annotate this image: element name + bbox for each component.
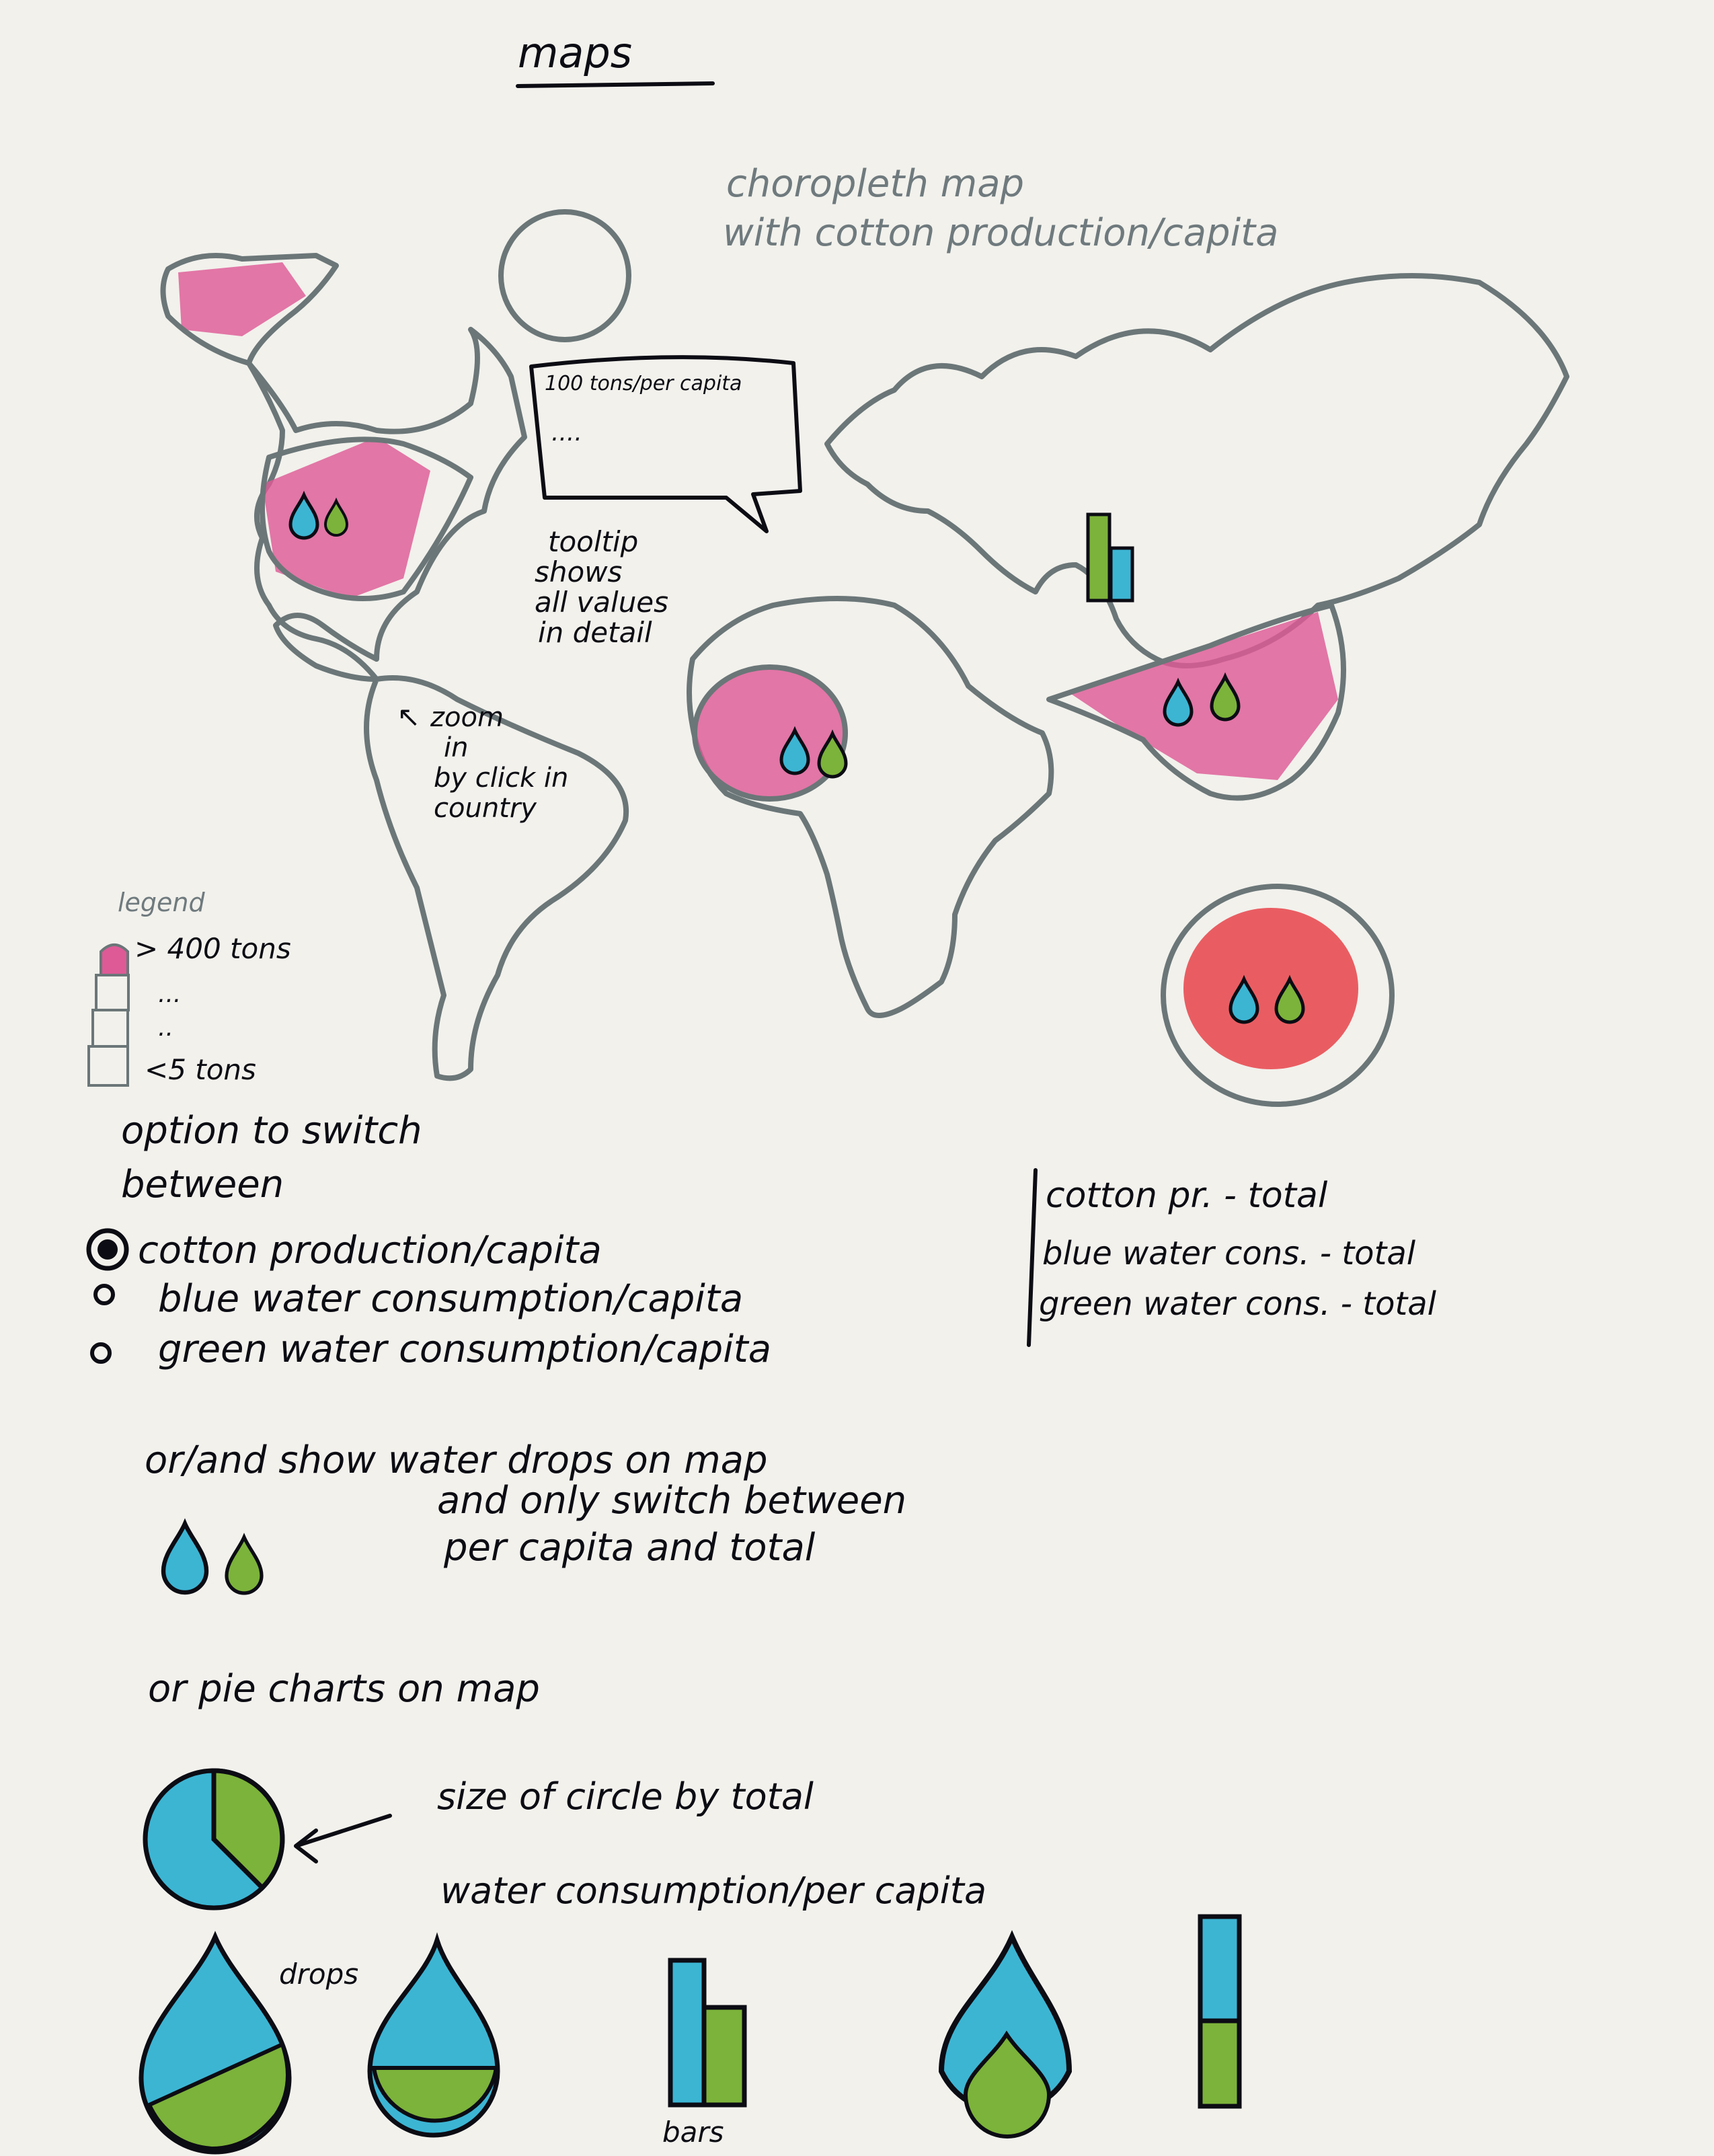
map-bar-icon xyxy=(1086,512,1134,603)
region-south-asia-fill[interactable] xyxy=(1069,612,1338,780)
region-eurasia-outline xyxy=(824,273,1569,668)
total-option-green-water[interactable]: green water cons. - total xyxy=(1039,1285,1437,1323)
drops-note-1: or/and show water drops on map xyxy=(145,1438,768,1482)
arrow-left-icon xyxy=(294,1814,392,1863)
region-south-asia-outline xyxy=(1046,603,1346,801)
drop-option-diagonal xyxy=(139,1931,292,2155)
radio-label: blue water consumption/capita xyxy=(158,1277,743,1321)
radio-blue-water-capita[interactable]: blue water consumption/capita xyxy=(93,1277,743,1321)
radio-button[interactable] xyxy=(86,1228,129,1271)
region-west-africa-outline xyxy=(692,664,848,802)
drop-option-nested xyxy=(938,1930,1073,2139)
region-australia-fill[interactable] xyxy=(1183,908,1358,1069)
tooltip-note-3: all values xyxy=(535,586,668,619)
pie-chart-icon xyxy=(143,1768,285,1911)
size-note-2: water consumption/per capita xyxy=(440,1870,986,1912)
region-africa-outline xyxy=(687,596,1054,1018)
drop-blue-icon xyxy=(163,1524,206,1592)
label-bars: bars xyxy=(662,2116,724,2149)
pie-note: or pie charts on map xyxy=(148,1667,540,1711)
zoom-note-4: country xyxy=(434,793,537,824)
region-alaska-fill[interactable] xyxy=(178,262,306,336)
radio-dot xyxy=(98,1239,118,1260)
switch-options: option to switch between cotton producti… xyxy=(86,1109,1437,1371)
size-note: size of circle by total water consumptio… xyxy=(437,1775,986,1912)
subtitle-line-2: with cotton production/capita xyxy=(723,211,1278,255)
radio-green-water-capita[interactable]: green water consumption/capita xyxy=(90,1327,771,1371)
stacked-bar-option xyxy=(1198,1914,1242,2109)
label-drops: drops xyxy=(279,1958,358,1991)
tooltip-note-2: shows xyxy=(535,555,622,588)
region-south-america-outline xyxy=(364,675,629,1081)
world-map[interactable] xyxy=(160,209,1569,1107)
zoom-note: ↖ zoom in by click in country xyxy=(397,700,568,824)
radio-label: cotton production/capita xyxy=(138,1229,602,1272)
page-title: maps xyxy=(518,28,632,77)
radio-cotton-production-capita[interactable]: cotton production/capita xyxy=(86,1228,602,1272)
options-divider xyxy=(1027,1168,1038,1347)
title-underline xyxy=(516,81,715,88)
legend-item: .. xyxy=(158,1014,173,1042)
subtitle-line-1: choropleth map xyxy=(726,162,1024,206)
zoom-arrow-icon: ↖ xyxy=(397,700,420,733)
legend-swatch-top xyxy=(100,944,129,976)
size-note-1: size of circle by total xyxy=(437,1775,814,1818)
tooltip-value: 100 tons/per capita xyxy=(545,372,742,395)
switch-intro-1: option to switch xyxy=(121,1109,422,1153)
tooltip: 100 tons/per capita .... tooltip shows a… xyxy=(529,355,802,649)
total-option-label: cotton pr. - total xyxy=(1046,1176,1328,1216)
legend-swatch xyxy=(87,1045,129,1087)
total-option-label: blue water cons. - total xyxy=(1042,1235,1416,1272)
zoom-note-2: in xyxy=(444,732,468,763)
radio-button[interactable] xyxy=(90,1342,112,1364)
radio-button[interactable] xyxy=(93,1284,115,1305)
tooltip-note-1: tooltip xyxy=(548,525,638,558)
total-option-blue-water[interactable]: blue water cons. - total xyxy=(1042,1235,1416,1272)
legend-swatch xyxy=(91,1009,129,1048)
switch-intro-2: between xyxy=(121,1163,284,1206)
legend-item: <5 tons xyxy=(145,1053,256,1086)
drop-option-horizontal xyxy=(367,1932,500,2138)
zoom-note-3: by click in xyxy=(434,763,568,794)
legend-item: > 400 tons xyxy=(134,932,291,965)
drop-green-icon xyxy=(227,1537,262,1593)
bars-option xyxy=(668,1958,747,2108)
region-north-america-outline xyxy=(246,327,527,682)
radio-label: green water consumption/capita xyxy=(158,1327,771,1371)
tooltip-note-4: in detail xyxy=(538,616,652,649)
total-option-cotton[interactable]: cotton pr. - total xyxy=(1046,1176,1328,1216)
zoom-note-1: zoom xyxy=(430,702,504,733)
total-option-label: green water cons. - total xyxy=(1039,1285,1437,1323)
region-australia-outline xyxy=(1161,884,1395,1107)
legend-swatch xyxy=(95,974,130,1011)
drops-note-2: and only switch between xyxy=(437,1479,906,1523)
title-block: maps xyxy=(516,28,715,88)
map-drops xyxy=(290,495,1303,1022)
legend-title: legend xyxy=(118,888,206,917)
tooltip-bubble xyxy=(529,355,802,533)
tooltip-dots: .... xyxy=(551,419,582,447)
region-greenland-outline xyxy=(498,209,631,342)
drops-note-3: per capita and total xyxy=(443,1526,816,1570)
region-alaska-outline xyxy=(160,253,339,366)
legend-item: ... xyxy=(158,980,181,1008)
drops-note: or/and show water drops on map and only … xyxy=(145,1438,906,1593)
region-mexico-outline xyxy=(260,436,473,601)
legend: legend > 400 tons ... .. <5 tons xyxy=(87,888,291,1087)
